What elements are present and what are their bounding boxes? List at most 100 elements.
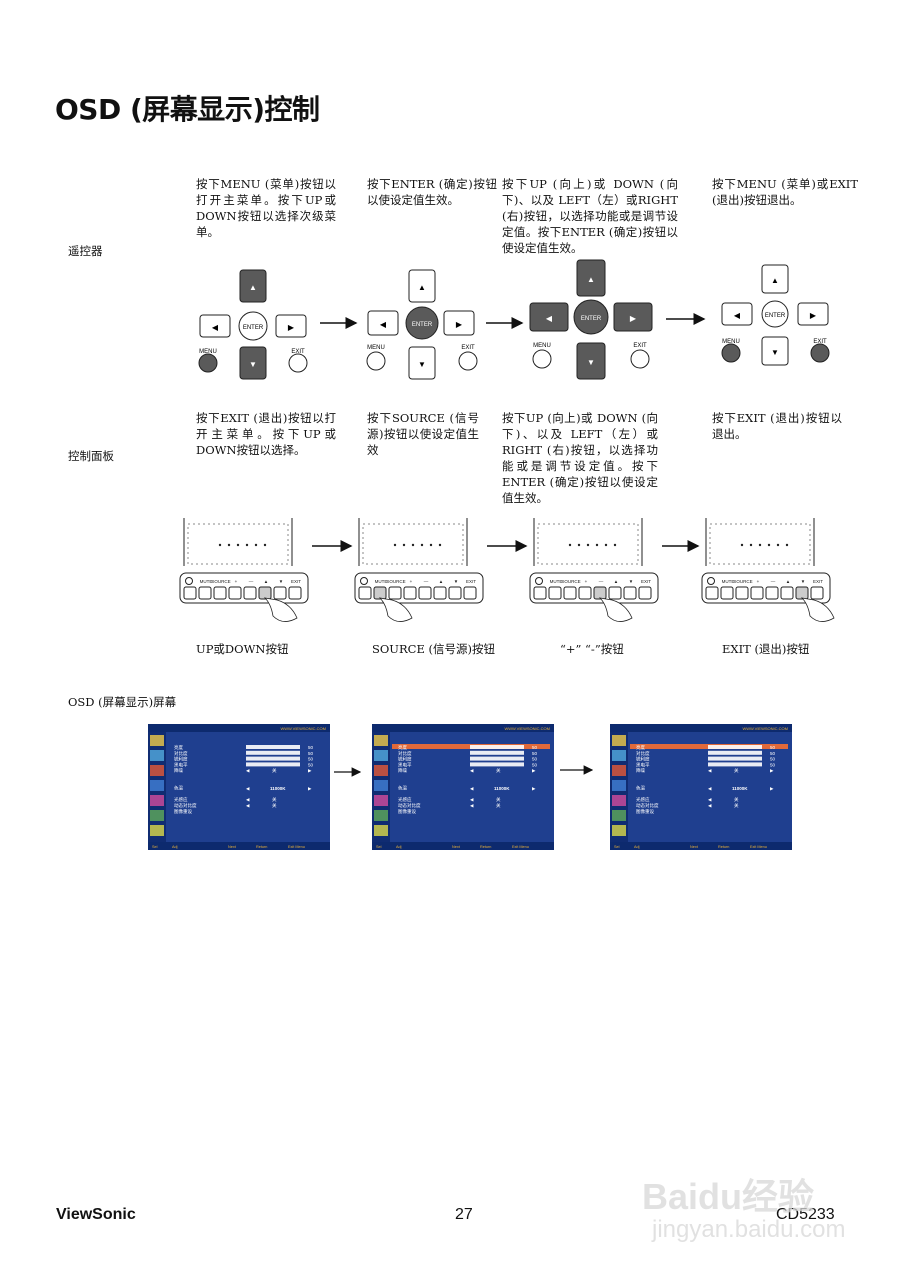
panel-step-2-text: 按下SOURCE (信号源)按钮以使设定值生效 xyxy=(367,411,479,457)
svg-text:SOURCE: SOURCE xyxy=(733,579,752,584)
svg-text:▶: ▶ xyxy=(630,314,637,323)
svg-text:锐利度: 锐利度 xyxy=(174,756,188,763)
panel-caption-3: “+” “-”按钮 xyxy=(560,642,624,656)
svg-text:EXIT: EXIT xyxy=(633,343,647,349)
svg-text:◀: ◀ xyxy=(546,314,553,323)
svg-text:亮度: 亮度 xyxy=(174,744,183,751)
svg-text:+: + xyxy=(410,579,413,584)
svg-text:Sel: Sel xyxy=(152,845,158,849)
svg-text:▲: ▲ xyxy=(587,275,595,284)
svg-text:+: + xyxy=(235,579,238,584)
svg-text:▶: ▶ xyxy=(308,768,312,773)
svg-text:▲: ▲ xyxy=(249,283,257,292)
watermark-url: jingyan.baidu.com xyxy=(652,1216,846,1243)
svg-text:▲: ▲ xyxy=(614,579,618,584)
svg-text:◀: ◀ xyxy=(708,797,712,802)
watermark-logo: Baidu经验 xyxy=(642,1176,815,1217)
svg-text:50: 50 xyxy=(532,745,538,750)
svg-text:▼: ▼ xyxy=(418,360,426,369)
pointing-hand-icon xyxy=(263,597,298,622)
svg-text:50: 50 xyxy=(532,751,538,756)
svg-text:图像重设: 图像重设 xyxy=(636,808,654,815)
svg-text:降噪: 降噪 xyxy=(636,767,645,774)
svg-text:◀: ◀ xyxy=(470,768,474,773)
panel-step-4-text: 按下EXIT (退出)按钮以退出。 xyxy=(712,411,842,441)
svg-text:▲: ▲ xyxy=(786,579,790,584)
svg-text:降噪: 降噪 xyxy=(398,767,407,774)
pointing-hand-icon xyxy=(598,597,633,622)
remote-diagram-1: ▲ ▼ ◀ ▶ ENTER MENU EXIT xyxy=(198,269,308,380)
svg-text:对比度: 对比度 xyxy=(398,750,412,757)
svg-text:Return: Return xyxy=(256,845,267,849)
remote-step-4-text: 按下MENU (菜单)或EXIT (退出)按钮退出。 xyxy=(712,177,858,207)
svg-text:▶: ▶ xyxy=(456,320,463,329)
svg-text:Exit Menu: Exit Menu xyxy=(512,845,529,849)
svg-text:动态对比度: 动态对比度 xyxy=(636,802,659,809)
svg-text:MUTE: MUTE xyxy=(722,579,735,584)
svg-text:▼: ▼ xyxy=(454,579,458,584)
svg-text:50: 50 xyxy=(770,757,776,762)
svg-text:MENU: MENU xyxy=(367,345,385,351)
panel-caption-4: EXIT (退出)按钮 xyxy=(722,642,810,656)
svg-text:关: 关 xyxy=(734,802,739,809)
svg-text:Sel: Sel xyxy=(376,845,382,849)
remote-step-1-text: 按下MENU (菜单)按钮以打开主菜单。按下UP或DOWN按钮以选择次级菜单。 xyxy=(196,177,336,239)
svg-text:50: 50 xyxy=(308,757,314,762)
svg-text:Exit Menu: Exit Menu xyxy=(288,845,305,849)
panel-row-label: 控制面板 xyxy=(68,449,114,463)
svg-text:▲: ▲ xyxy=(439,579,443,584)
svg-text:EXIT: EXIT xyxy=(291,579,301,584)
panel-caption-2: SOURCE (信号源)按钮 xyxy=(372,642,495,656)
remote-diagram-3: ▲ ▼ ◀ ▶ ENTER MENU EXIT xyxy=(529,259,653,380)
svg-text:色温: 色温 xyxy=(174,785,183,792)
svg-text:11000K: 11000K xyxy=(270,786,286,791)
svg-text:降噪: 降噪 xyxy=(174,767,183,774)
svg-text:50: 50 xyxy=(308,751,314,756)
svg-text:◀: ◀ xyxy=(470,786,474,791)
osd-screen-3: WWW.VIEWSONIC.COM亮度对比度锐利度黑电平降噪色温光感应动态对比度… xyxy=(610,724,792,850)
remote-diagrams: ▲ ▼ ◀ ▶ ENTER MENU EXIT ▲ ▼ ◀ ▶ ENTER ME… xyxy=(198,259,830,380)
svg-text:Adj: Adj xyxy=(396,845,402,849)
svg-text:动态对比度: 动态对比度 xyxy=(398,802,421,809)
svg-text:◀: ◀ xyxy=(246,786,250,791)
svg-text:色温: 色温 xyxy=(398,785,407,792)
svg-text:亮度: 亮度 xyxy=(636,744,645,751)
svg-text:◀: ◀ xyxy=(708,803,712,808)
svg-text:关: 关 xyxy=(496,802,501,809)
svg-text:WWW.VIEWSONIC.COM: WWW.VIEWSONIC.COM xyxy=(280,726,326,731)
svg-text:MENU: MENU xyxy=(722,339,740,345)
svg-text:MUTE: MUTE xyxy=(375,579,388,584)
svg-text:光感应: 光感应 xyxy=(174,796,188,803)
svg-text:MUTE: MUTE xyxy=(200,579,213,584)
svg-text:▶: ▶ xyxy=(308,786,312,791)
svg-text:50: 50 xyxy=(770,751,776,756)
svg-text:+: + xyxy=(757,579,760,584)
svg-text:Return: Return xyxy=(718,845,729,849)
svg-text:—: — xyxy=(424,579,429,584)
svg-text:◀: ◀ xyxy=(246,797,250,802)
remote-step-3-text: 按下UP (向上)或 DOWN (向下)、以及 LEFT（左）或RIGHT (右… xyxy=(502,177,678,255)
svg-text:—: — xyxy=(249,579,254,584)
svg-text:50: 50 xyxy=(532,762,538,767)
svg-text:Sel: Sel xyxy=(614,845,620,849)
svg-text:◀: ◀ xyxy=(708,786,712,791)
svg-text:EXIT: EXIT xyxy=(813,579,823,584)
svg-text:WWW.VIEWSONIC.COM: WWW.VIEWSONIC.COM xyxy=(504,726,550,731)
svg-text:黑电平: 黑电平 xyxy=(174,761,188,768)
svg-text:▶: ▶ xyxy=(532,786,536,791)
svg-text:◀: ◀ xyxy=(246,803,250,808)
svg-text:Return: Return xyxy=(480,845,491,849)
svg-text:Adj: Adj xyxy=(634,845,640,849)
svg-text:关: 关 xyxy=(496,796,501,803)
svg-text:11000K: 11000K xyxy=(732,786,748,791)
svg-text:SOURCE: SOURCE xyxy=(211,579,230,584)
svg-text:▲: ▲ xyxy=(771,276,779,285)
footer-brand: ViewSonic xyxy=(56,1206,136,1223)
svg-text:◀: ◀ xyxy=(212,323,219,332)
panel-step-1-text: 按下EXIT (退出)按钮以打开主菜单。按下UP或DOWN按钮以选择。 xyxy=(196,411,336,457)
footer-model: CD5233 xyxy=(776,1206,835,1223)
svg-text:对比度: 对比度 xyxy=(636,750,650,757)
svg-text:◀: ◀ xyxy=(470,803,474,808)
